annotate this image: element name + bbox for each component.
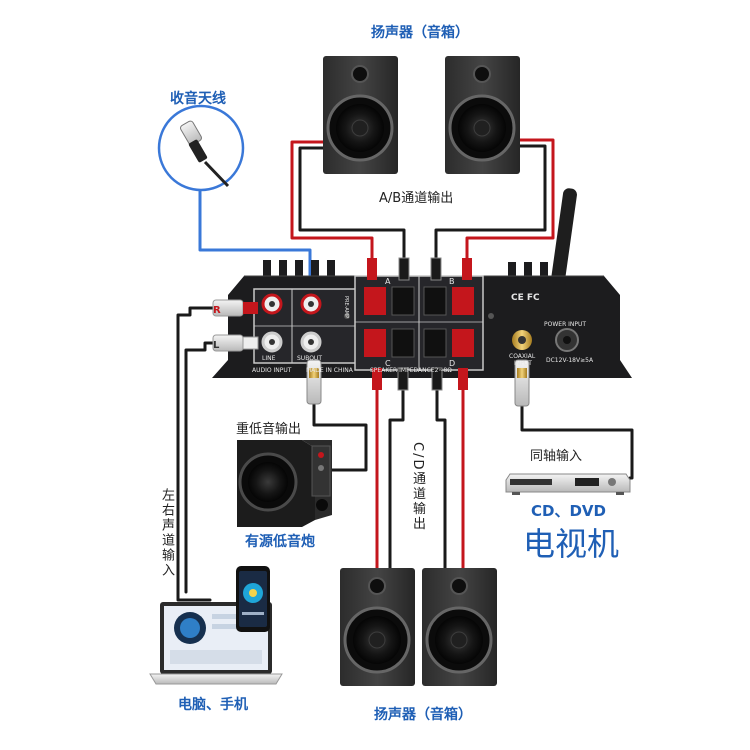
subwoofer <box>237 440 332 527</box>
rca-jacks <box>261 293 322 353</box>
power-jack <box>555 328 579 352</box>
coaxial-input-label: 同轴输入 <box>530 449 583 464</box>
subwoofer-output-label: 重低音输出 <box>236 422 302 437</box>
speakers-top-label: 扬声器（音箱） <box>371 25 469 41</box>
pc-phone-label: 电脑、手机 <box>178 697 248 713</box>
panel-label-ch-c: C <box>385 359 391 368</box>
panel-label-ch-d: D <box>449 359 455 368</box>
cd-output-label: C/D通道输出 <box>410 442 425 532</box>
coaxial-jack <box>512 330 532 350</box>
antenna-callout <box>157 104 245 192</box>
speaker-terminals <box>364 286 474 358</box>
tv-label: 电视机 <box>523 525 620 563</box>
plug-connectors <box>212 257 530 407</box>
amplifier <box>212 260 632 378</box>
panel-label-ce: CE FC <box>511 293 540 303</box>
lr-input-label: 左右声道输入 <box>159 488 174 578</box>
panel-label-audio-input: AUDIO INPUT <box>252 367 292 374</box>
panel-label-input: INPUT <box>514 360 532 367</box>
panel-labels: LINE SUBOUT PRE-AMP AUDIO INPUT MADE IN … <box>252 277 594 374</box>
panel-label-ch-b: B <box>449 277 455 286</box>
cd-dvd-player <box>505 473 631 495</box>
speaker-top-right <box>445 56 520 174</box>
phone <box>236 566 270 632</box>
cd-dvd-label: CD、DVD <box>531 502 606 520</box>
speaker-top-left <box>323 56 398 174</box>
panel-label-made-in: MADE IN CHINA <box>306 367 354 374</box>
speakers-bottom-label: 扬声器（音箱） <box>374 707 472 723</box>
panel-label-pre-amp: PRE-AMP <box>343 296 349 318</box>
rca-l-label: L <box>213 340 220 351</box>
panel-label-impedance: SPEAKER IMPEDANCE2~8Ω <box>370 367 452 374</box>
panel-label-coaxial: COAXIAL <box>509 353 536 360</box>
panel-label-line: LINE <box>262 355 276 362</box>
speaker-bottom-left <box>340 568 415 686</box>
rca-r-label: R <box>213 305 221 316</box>
antenna-label: 收音天线 <box>170 91 226 107</box>
subwoofer-label: 有源低音炮 <box>245 534 315 550</box>
panel-label-ch-a: A <box>385 277 391 286</box>
ab-output-label: A/B通道输出 <box>379 191 454 206</box>
panel-label-subout: SUBOUT <box>297 355 322 362</box>
panel-label-power-input: POWER INPUT <box>544 321 586 328</box>
panel-label-dc-spec: DC12V-18V≥5A <box>546 357 594 364</box>
speaker-bottom-right <box>422 568 497 686</box>
